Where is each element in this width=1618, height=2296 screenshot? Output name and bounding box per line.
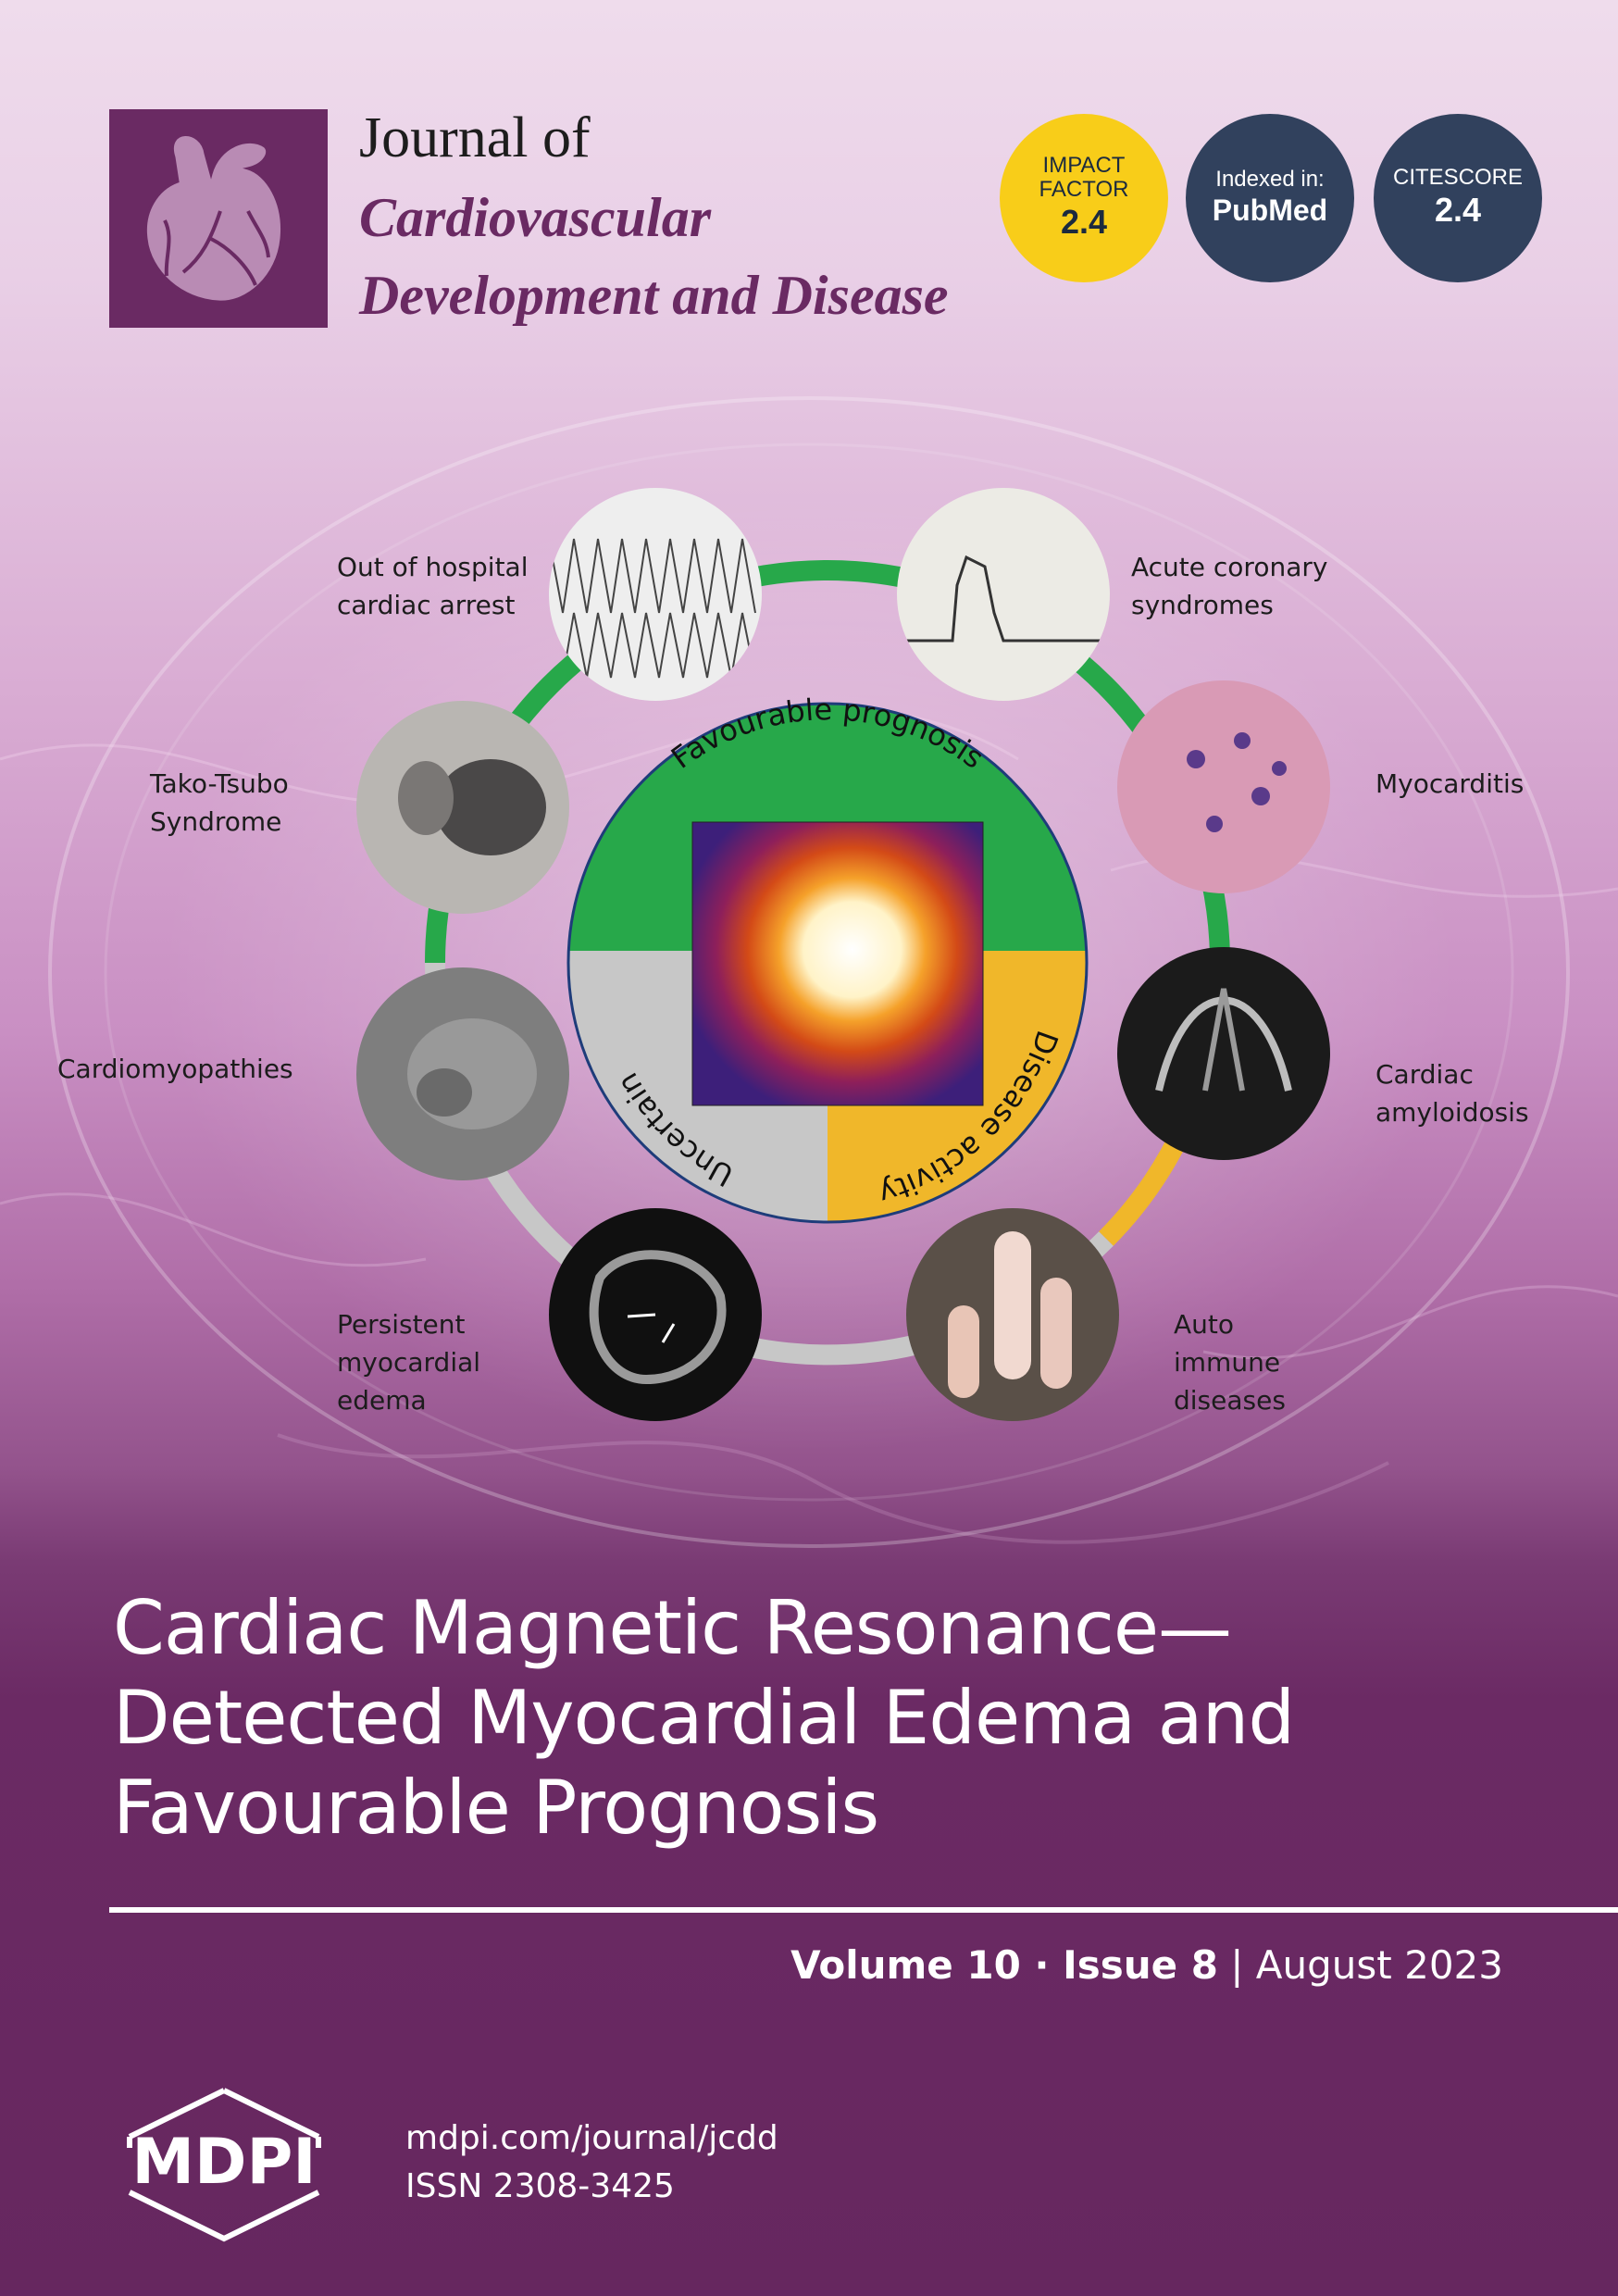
- journal-title-line3: Development and Disease: [359, 265, 949, 326]
- cover-figure: Favourable prognosis Uncertain Disease a…: [0, 481, 1618, 1463]
- journal-title-line1: Journal of: [359, 106, 591, 169]
- article-title-line3: Favourable Prognosis: [113, 1765, 879, 1851]
- issue-divider: |: [1217, 1942, 1256, 1988]
- pubmed-value: PubMed: [1212, 193, 1328, 227]
- pubmed-label: Indexed in:: [1215, 167, 1325, 192]
- edema-mri-image: [549, 1208, 762, 1421]
- citescore-label: CITESCORE: [1392, 165, 1523, 190]
- impact-label-1: IMPACT: [1042, 153, 1126, 178]
- volume: Volume 10: [790, 1942, 1021, 1988]
- mdpi-hexagon-icon: MDPI: [127, 2088, 321, 2242]
- label-myocarditis: Myocarditis: [1375, 768, 1525, 799]
- ecg-arrest-image: [549, 488, 762, 701]
- myocarditis-histology-image: [1117, 680, 1330, 893]
- journal-url[interactable]: mdpi.com/journal/jcdd: [405, 2119, 778, 2157]
- autoimmune-hands-image: [906, 1208, 1119, 1421]
- tako-tsubo-image: [356, 701, 569, 914]
- issue-date: August 2023: [1255, 1942, 1503, 1988]
- mdpi-wordmark: MDPI: [131, 2126, 316, 2199]
- journal-title: Journal of Cardiovascular Development an…: [359, 104, 1026, 341]
- impact-value: 2.4: [1060, 203, 1108, 241]
- ecg-acs-image: [897, 488, 1110, 701]
- citescore-value: 2.4: [1434, 191, 1482, 229]
- issue-number: Issue 8: [1063, 1942, 1218, 1988]
- amyloidosis-echo-image: [1117, 947, 1330, 1160]
- prognosis-diagram: Favourable prognosis Uncertain Disease a…: [356, 488, 1330, 1421]
- label-cardiomyopathies: Cardiomyopathies: [57, 1054, 293, 1084]
- issue-info: Volume 10 · Issue 8 | August 2023: [790, 1942, 1503, 1988]
- pubmed-badge[interactable]: Indexed in: PubMed: [1186, 114, 1354, 282]
- journal-logo: [109, 109, 328, 328]
- journal-title-line2: Cardiovascular: [359, 187, 712, 248]
- citescore-badge[interactable]: CITESCORE 2.4: [1374, 114, 1542, 282]
- heart-icon: [143, 133, 284, 304]
- article-title: Cardiac Magnetic Resonance— Detected Myo…: [113, 1583, 1557, 1853]
- cardiomyopathy-image: [356, 967, 569, 1180]
- article-title-line1: Cardiac Magnetic Resonance—: [113, 1585, 1232, 1671]
- title-divider: [109, 1907, 1618, 1913]
- impact-label-2: FACTOR: [1039, 177, 1129, 202]
- impact-factor-badge[interactable]: IMPACT FACTOR 2.4: [1000, 114, 1168, 282]
- issue-separator: ·: [1020, 1942, 1064, 1988]
- article-title-line2: Detected Myocardial Edema and: [113, 1675, 1295, 1761]
- mri-image: [691, 821, 984, 1106]
- issn: ISSN 2308-3425: [405, 2167, 675, 2205]
- mdpi-logo[interactable]: MDPI: [104, 2083, 344, 2246]
